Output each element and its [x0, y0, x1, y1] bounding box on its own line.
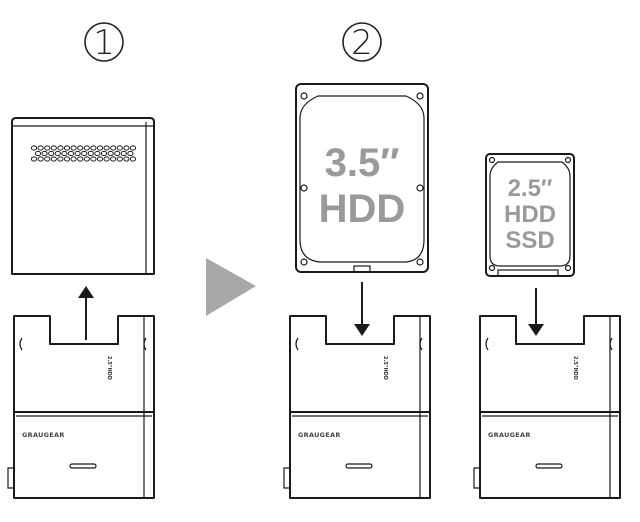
dock-2-side-label: 2.5"HDD	[382, 356, 388, 380]
vent-hole	[63, 145, 71, 151]
vent-hole	[63, 156, 71, 162]
step-1-marker: 1	[84, 22, 124, 63]
docking-station-2: GRAUGEAR 2.5"HDD	[283, 315, 431, 499]
arrow-down-icon	[354, 282, 370, 336]
vent-hole	[123, 156, 130, 162]
dock-1-side-label: 2.5"HDD	[106, 356, 112, 380]
vent-hole	[83, 156, 90, 162]
vent-hole	[103, 145, 110, 151]
vent-holes	[30, 145, 137, 162]
vent-hole	[107, 150, 114, 157]
dock-2-brand: GRAUGEAR	[298, 431, 341, 439]
vent-hole	[54, 150, 61, 157]
vent-hole	[90, 156, 97, 162]
hdd25-type-label: HDD	[504, 201, 556, 228]
vent-hole	[61, 150, 68, 157]
vent-hole	[129, 156, 137, 162]
arrow-up-icon	[78, 286, 94, 340]
vent-hole	[77, 156, 84, 162]
vent-hole	[116, 156, 123, 162]
vent-hole	[127, 150, 134, 157]
vent-hole	[123, 145, 130, 151]
play-triangle-icon	[206, 258, 256, 316]
hdd-3-5: 3.5″ HDD	[295, 83, 429, 273]
vent-hole	[30, 145, 38, 151]
vent-hole	[114, 150, 121, 157]
step-1-circle	[84, 22, 124, 62]
vent-hole	[74, 150, 81, 157]
vent-hole	[48, 150, 55, 157]
vent-hole	[57, 156, 64, 162]
vent-hole	[96, 145, 104, 151]
step-2-circle	[342, 22, 382, 62]
step-2-number: 2	[351, 23, 373, 63]
arrow-down-icon	[528, 288, 544, 336]
hdd35-type-label: HDD	[319, 187, 406, 231]
docking-station-3: GRAUGEAR 2.5"HDD	[473, 315, 621, 499]
ssd25-type-label: SSD	[505, 227, 554, 254]
vent-hole	[116, 145, 123, 151]
vent-hole	[81, 150, 88, 157]
vent-hole	[50, 156, 57, 162]
vent-hole	[37, 156, 44, 162]
vent-hole	[70, 145, 77, 151]
dust-cover	[11, 117, 155, 275]
docking-station-1: GRAUGEAR 2.5"HDD	[7, 315, 155, 499]
vent-hole	[37, 145, 44, 151]
hdd25-size-label: 2.5″	[508, 175, 553, 202]
vent-hole	[67, 150, 75, 157]
vent-hole	[103, 156, 110, 162]
vent-hole	[120, 150, 127, 157]
vent-hole	[90, 145, 97, 151]
dock-1-brand: GRAUGEAR	[22, 431, 65, 439]
step-1-number: 1	[93, 23, 115, 63]
step-2-marker: 2	[342, 22, 382, 63]
vent-hole	[87, 150, 94, 157]
vent-hole	[96, 156, 104, 162]
vent-hole	[70, 156, 77, 162]
vent-hole	[77, 145, 84, 151]
vent-hole	[41, 150, 48, 157]
vent-hole	[100, 150, 108, 157]
vent-hole	[110, 156, 117, 162]
vent-hole	[50, 145, 57, 151]
hdd35-size-label: 3.5″	[325, 141, 400, 185]
vent-hole	[57, 145, 64, 151]
vent-hole	[30, 156, 38, 162]
vent-hole	[83, 145, 90, 151]
vent-hole	[34, 150, 42, 157]
vent-hole	[94, 150, 101, 157]
hdd-ssd-2-5: 2.5″ HDD SSD	[485, 153, 575, 277]
vent-hole	[44, 145, 51, 151]
vent-hole	[110, 145, 117, 151]
vent-hole	[44, 156, 51, 162]
dock-3-side-label: 2.5"HDD	[572, 356, 578, 380]
dock-3-brand: GRAUGEAR	[488, 431, 531, 439]
vent-hole	[129, 145, 137, 151]
